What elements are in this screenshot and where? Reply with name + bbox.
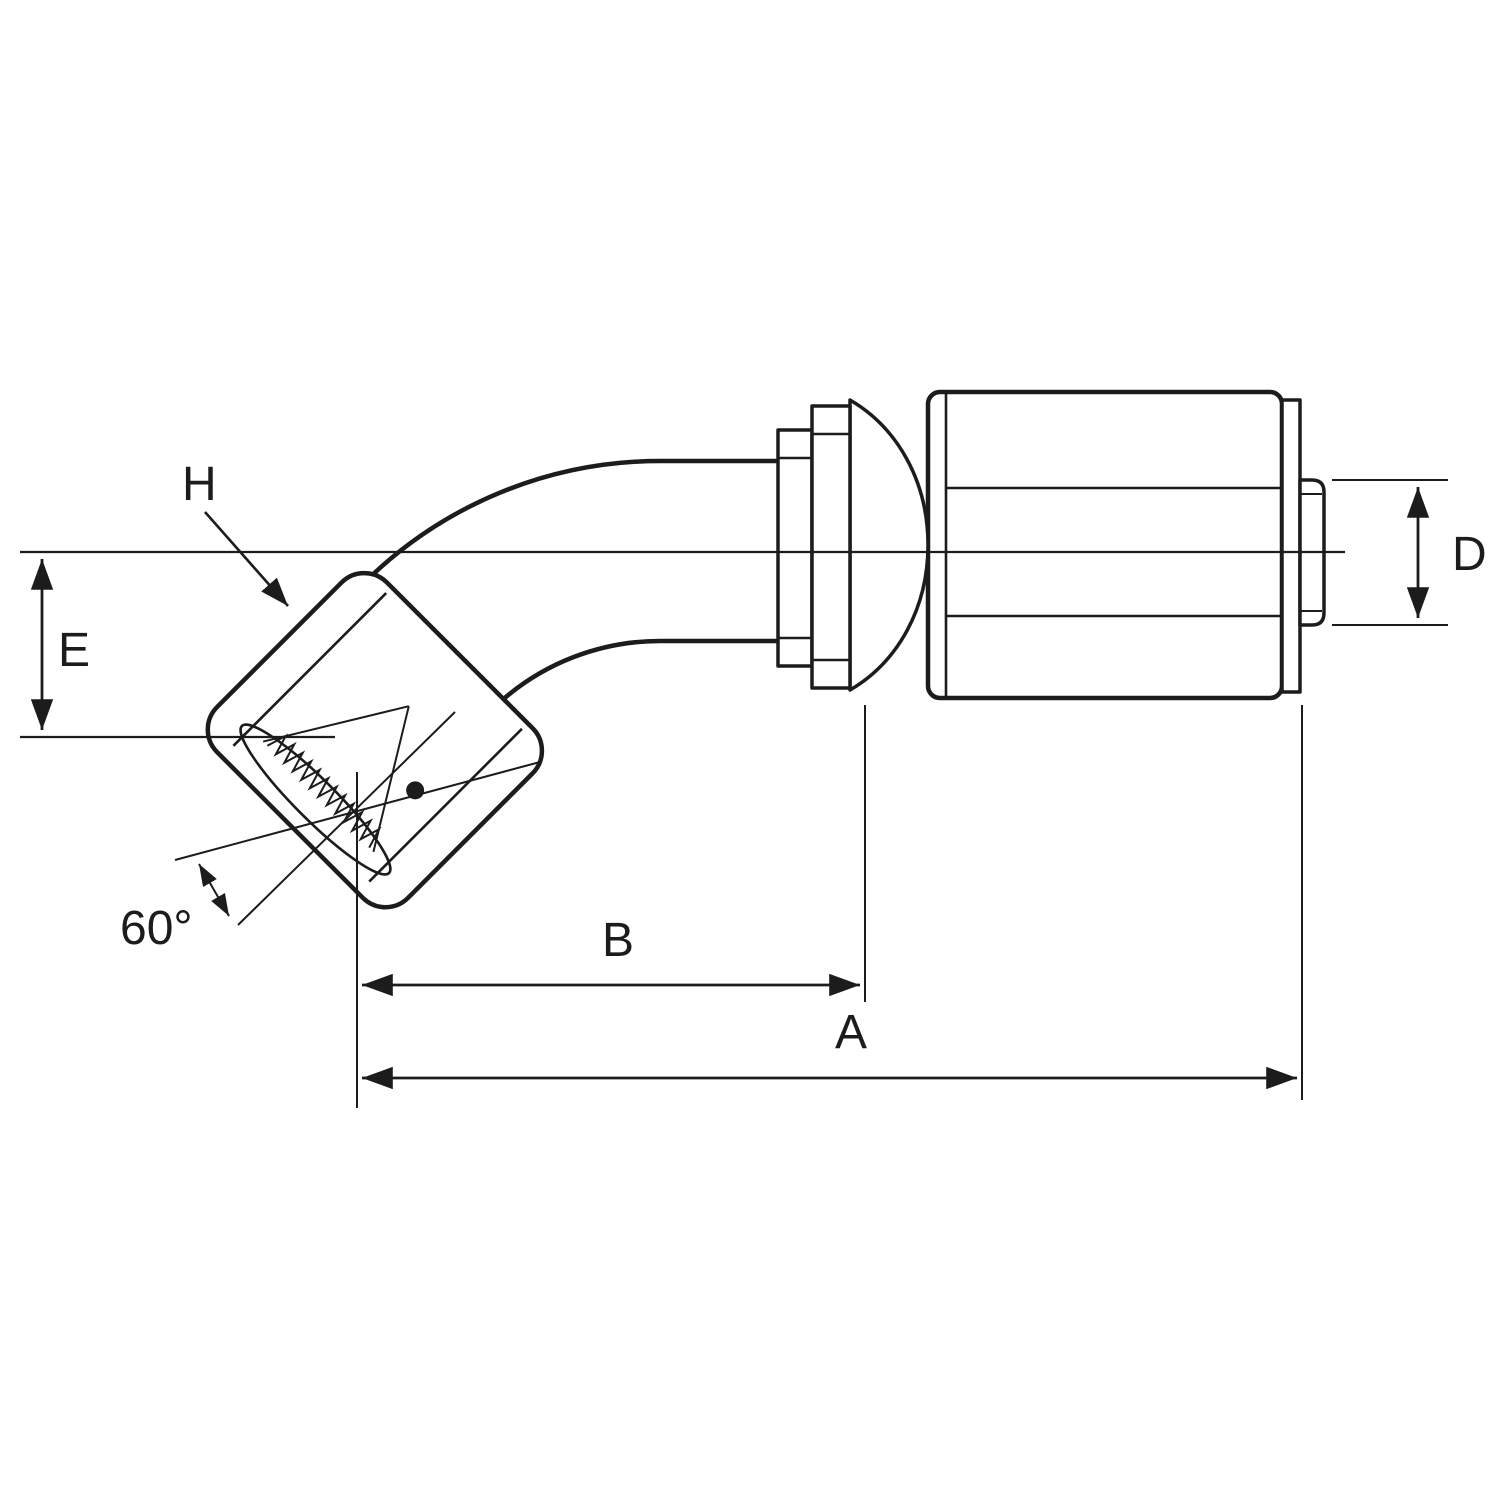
- dimension-b: B: [356, 705, 866, 1108]
- collar-rib-1: [776, 428, 814, 668]
- dimension-e: E: [20, 559, 335, 739]
- seat-cone-line-upper: [262, 705, 410, 743]
- dim-label-e: E: [58, 624, 90, 677]
- seat-angle-annotation: 60°: [120, 711, 541, 955]
- seat-cone-line-lower: [372, 705, 410, 853]
- seat-angle-label: 60°: [120, 902, 193, 955]
- dim-label-h: H: [182, 458, 217, 511]
- hex-chamfer-line-top: [232, 592, 388, 747]
- leader-h: H: [182, 458, 289, 607]
- thread-zigzag: [266, 733, 382, 849]
- nut-face-chamfer: [239, 723, 392, 876]
- h-leader-line: [204, 511, 289, 607]
- dim-label-d: D: [1452, 528, 1487, 581]
- dimension-d: D: [1332, 479, 1487, 626]
- hex-nut-body: [205, 570, 545, 910]
- seat-angle-arrow: [198, 863, 230, 917]
- seat-angle-construction-line-2: [237, 711, 456, 926]
- dim-label-a: A: [835, 1006, 867, 1059]
- dimension-a: A: [362, 705, 1303, 1100]
- hex-nut: [205, 570, 545, 910]
- hex-chamfer-line-bottom: [368, 727, 523, 883]
- ferrule-end-band: [1280, 398, 1302, 694]
- collar: [776, 404, 852, 690]
- ferrule-bell: [848, 398, 930, 692]
- collar-rib-2: [810, 404, 852, 690]
- ferrule-shell: [925, 389, 1326, 701]
- dim-label-b: B: [602, 914, 634, 967]
- ferrule-shell-body: [925, 389, 1285, 701]
